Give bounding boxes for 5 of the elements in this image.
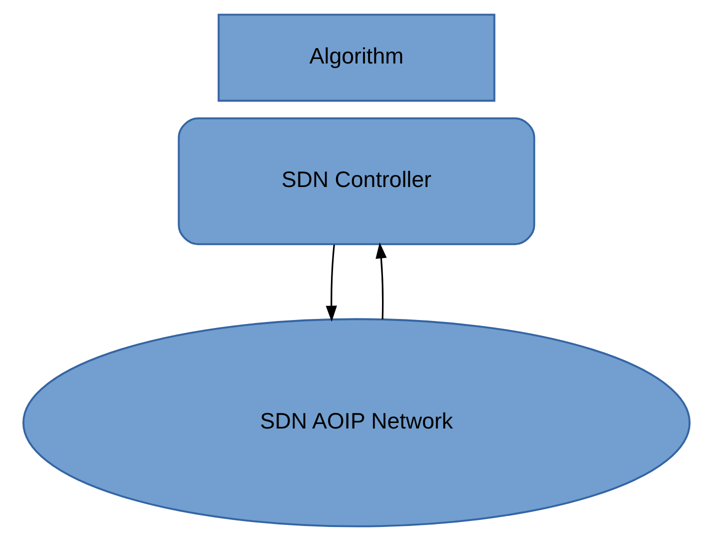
node-ellipse: SDN AOIP Network bbox=[22, 318, 690, 528]
node-box: SDN Controller bbox=[177, 117, 535, 246]
arrow bbox=[375, 242, 386, 320]
arrow bbox=[325, 244, 336, 322]
node-box: Algorithm bbox=[217, 14, 495, 102]
